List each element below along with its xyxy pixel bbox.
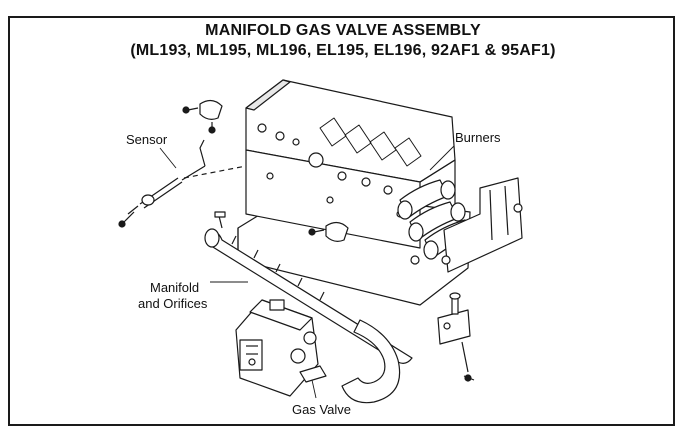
burners-label: Burners bbox=[455, 130, 501, 145]
gas-pipe-elbow bbox=[341, 319, 401, 404]
diagram-title: MANIFOLD GAS VALVE ASSEMBLY bbox=[205, 22, 481, 39]
rollout-switch-top bbox=[182, 99, 223, 134]
rollout-switch-middle bbox=[308, 221, 349, 242]
gas-valve-label: Gas Valve bbox=[292, 402, 352, 417]
flame-sensor bbox=[118, 139, 247, 228]
orifices-label: and Orifices bbox=[138, 296, 208, 311]
diagram-subtitle: (ML193, ML195, ML196, EL195, EL196, 92AF… bbox=[130, 42, 556, 59]
burner-box bbox=[245, 79, 456, 249]
leader-lines bbox=[159, 145, 455, 399]
manifold-label: Manifold bbox=[150, 280, 200, 295]
gas-valve-body bbox=[235, 299, 327, 397]
sensor-label: Sensor bbox=[126, 132, 168, 147]
right-bracket bbox=[410, 177, 523, 273]
limit-switch-bracket bbox=[437, 292, 475, 382]
